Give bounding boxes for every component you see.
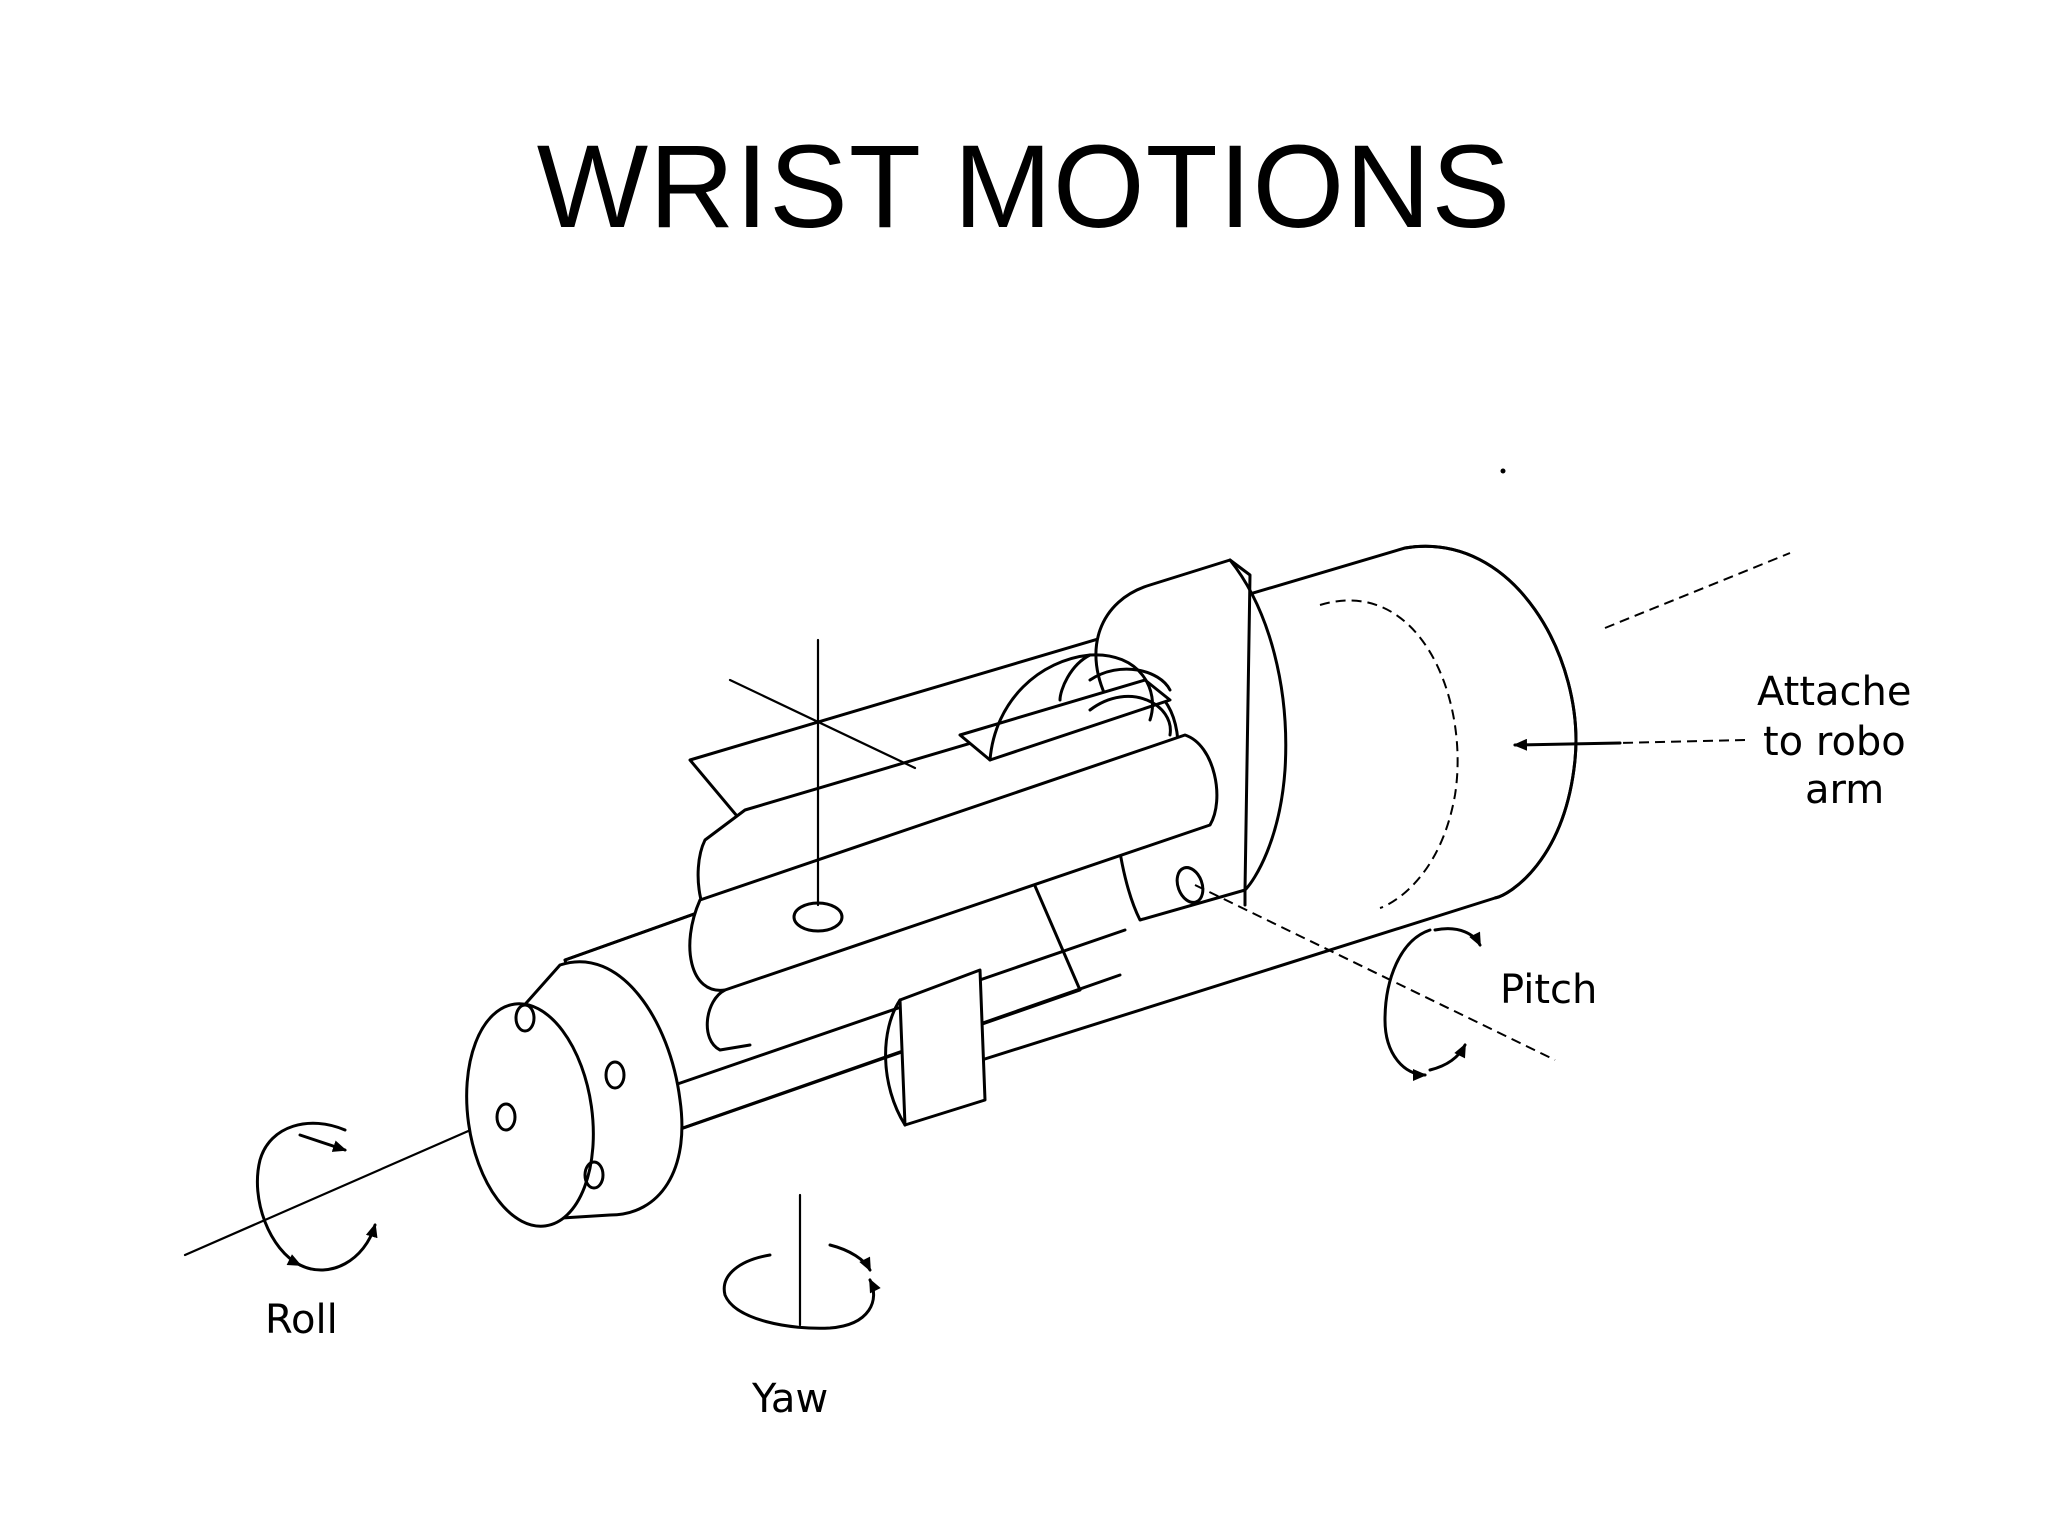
attach-arrow	[1513, 738, 1746, 751]
label-attach-line2: to robo	[1763, 719, 1906, 765]
yaw-rotation-arrow	[722, 1243, 881, 1330]
roll-rotation-arrow	[255, 1121, 378, 1272]
bolt-hole	[604, 1060, 626, 1090]
scan-dot	[1500, 468, 1506, 474]
upper-lug	[1088, 667, 1172, 737]
label-attach-line3: arm	[1805, 767, 1884, 813]
pitch-pivot-pin	[1175, 866, 1205, 904]
yaw-axis	[798, 638, 820, 1327]
pitch-axis	[728, 678, 1556, 1061]
bolt-hole	[514, 1003, 536, 1033]
bolt-hole	[583, 1160, 605, 1190]
label-pitch: Pitch	[1500, 967, 1597, 1013]
slide-title: WRIST MOTIONS	[536, 121, 1512, 253]
label-roll: Roll	[265, 1297, 338, 1343]
yaw-joint	[688, 733, 1219, 1127]
label-attach-line1: Attache	[1757, 669, 1912, 715]
pitch-rotation-arrow	[1383, 927, 1482, 1081]
tool-faceplate	[465, 960, 684, 1228]
label-yaw: Yaw	[751, 1376, 828, 1422]
bolt-hole	[495, 1102, 517, 1132]
